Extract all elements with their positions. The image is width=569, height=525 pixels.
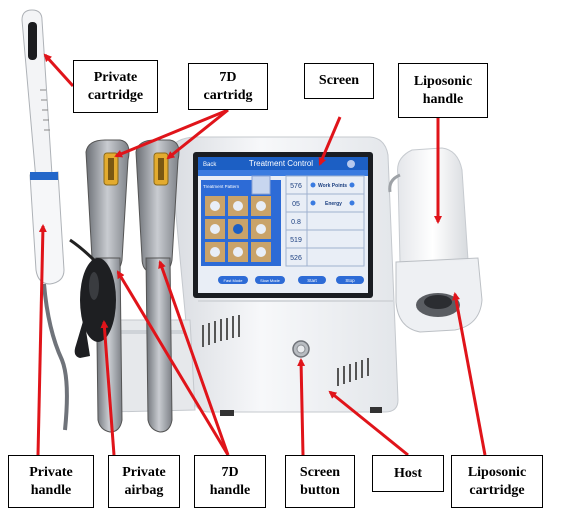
- liposonic-handle-graphic: [388, 147, 483, 333]
- screen-value-1: 576: [290, 183, 302, 190]
- private-handle-graphic: [21, 9, 69, 431]
- screen-button-graphic: [292, 340, 310, 358]
- screen-btn-fast: Fast Mode: [224, 278, 244, 283]
- label-host: Host: [372, 455, 444, 492]
- arrow-private-cartridge: [43, 53, 75, 88]
- screen-value-5: 526: [290, 255, 302, 262]
- screen-title: Treatment Control: [249, 159, 313, 168]
- annotation-arrows: [36, 53, 487, 457]
- arrow-private-airbag: [100, 320, 116, 456]
- screen-btn-stop: Stop: [345, 278, 355, 283]
- arrow-7d-handle-right: [158, 260, 230, 456]
- arrow-screen: [318, 116, 342, 166]
- 7d-handle-right: [135, 139, 180, 433]
- value-table: [285, 175, 365, 267]
- arrow-liposonic-cartridge: [452, 292, 487, 456]
- screen-back: Back: [203, 162, 217, 168]
- screen-value-2: 05: [292, 201, 300, 208]
- screen-value-3: 0.8: [291, 219, 301, 226]
- screen-energy: Energy: [325, 201, 342, 207]
- screen-work-points: Work Points: [318, 183, 347, 189]
- screen-value-4: 519: [290, 237, 302, 244]
- label-screen: Screen: [304, 63, 374, 99]
- screen-pattern-label: Treatment Pattern: [203, 184, 240, 189]
- screen-btn-slow: Slow Mode: [260, 278, 281, 283]
- vent-right: [337, 358, 369, 386]
- vent-left: [202, 315, 240, 347]
- screen-display: Back Treatment Control Treatment Pattern…: [193, 152, 373, 298]
- screen-btn-start: Start: [307, 278, 317, 283]
- arrow-7d-handle-left: [116, 270, 230, 456]
- arrow-screen-button: [297, 358, 306, 456]
- arrow-host: [328, 390, 409, 457]
- arrow-7d-cartridge-left: [114, 108, 229, 158]
- arrow-private-handle: [36, 224, 47, 456]
- pattern-grid: [205, 175, 271, 262]
- arrow-7d-cartridge-right: [166, 108, 229, 160]
